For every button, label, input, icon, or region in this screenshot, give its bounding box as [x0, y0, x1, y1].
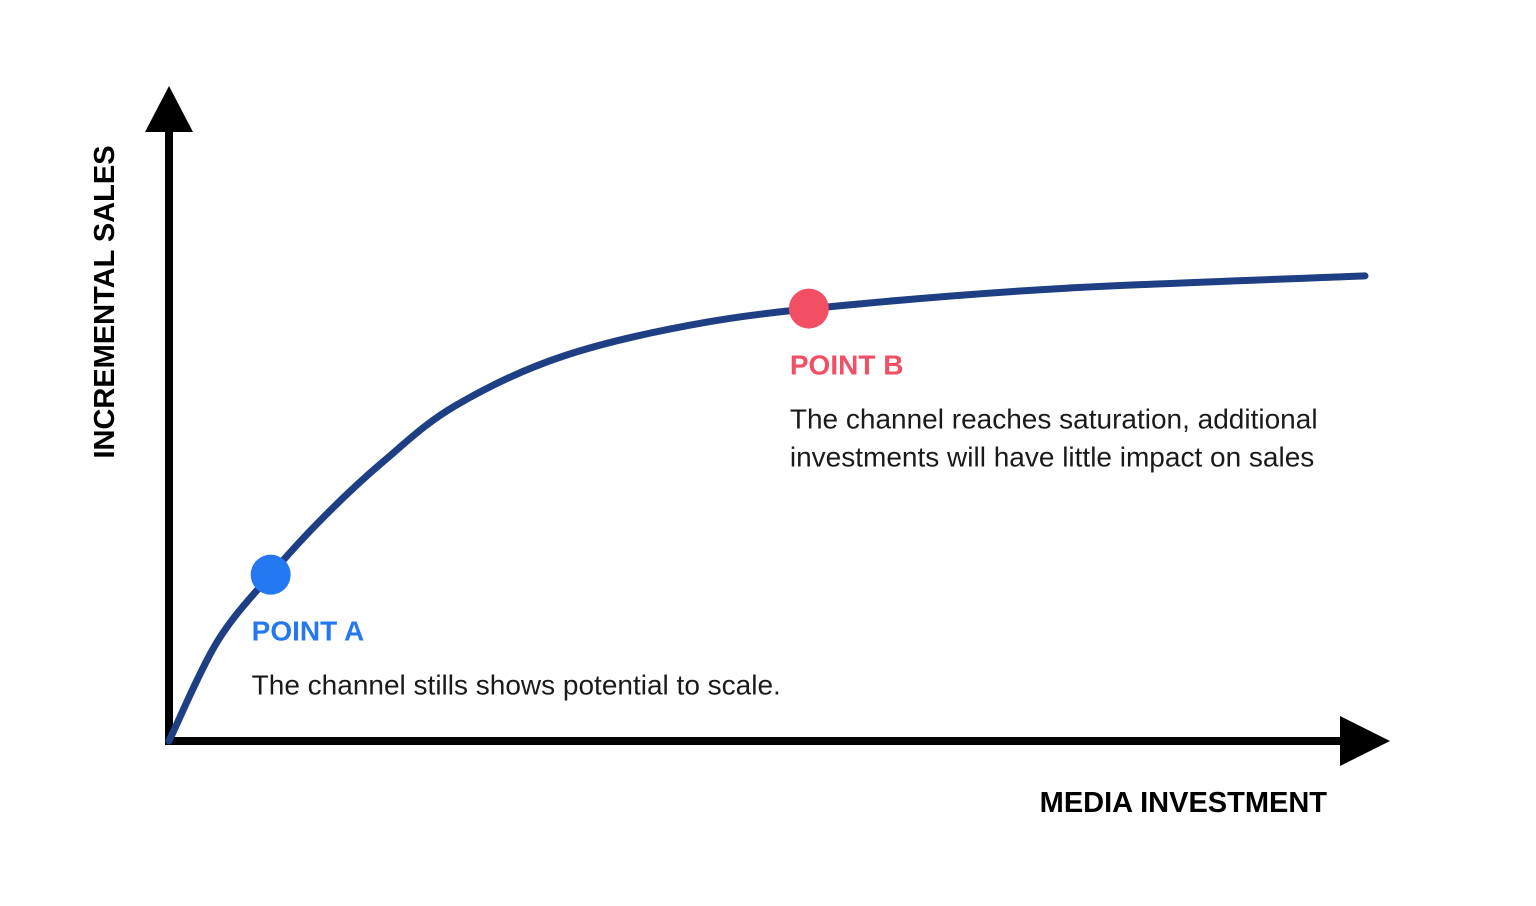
point-description-1-line-1: investments will have little impact on s… [790, 442, 1314, 473]
y-axis-label: INCREMENTAL SALES [89, 145, 121, 458]
point-description-1-line-0: The channel reaches saturation, addition… [790, 404, 1318, 435]
x-axis-label: MEDIA INVESTMENT [1040, 787, 1328, 819]
point-marker-0 [250, 554, 291, 595]
annotation-layer: POINT A The channel stills shows potentia… [250, 288, 1318, 701]
x-axis-arrow [1340, 716, 1390, 766]
point-title-0: POINT A [252, 616, 365, 647]
point-marker-1 [788, 288, 829, 329]
y-axis-arrow [145, 86, 193, 132]
point-title-1: POINT B [790, 350, 904, 381]
point-description-0-line-0: The channel stills shows potential to sc… [252, 670, 781, 701]
